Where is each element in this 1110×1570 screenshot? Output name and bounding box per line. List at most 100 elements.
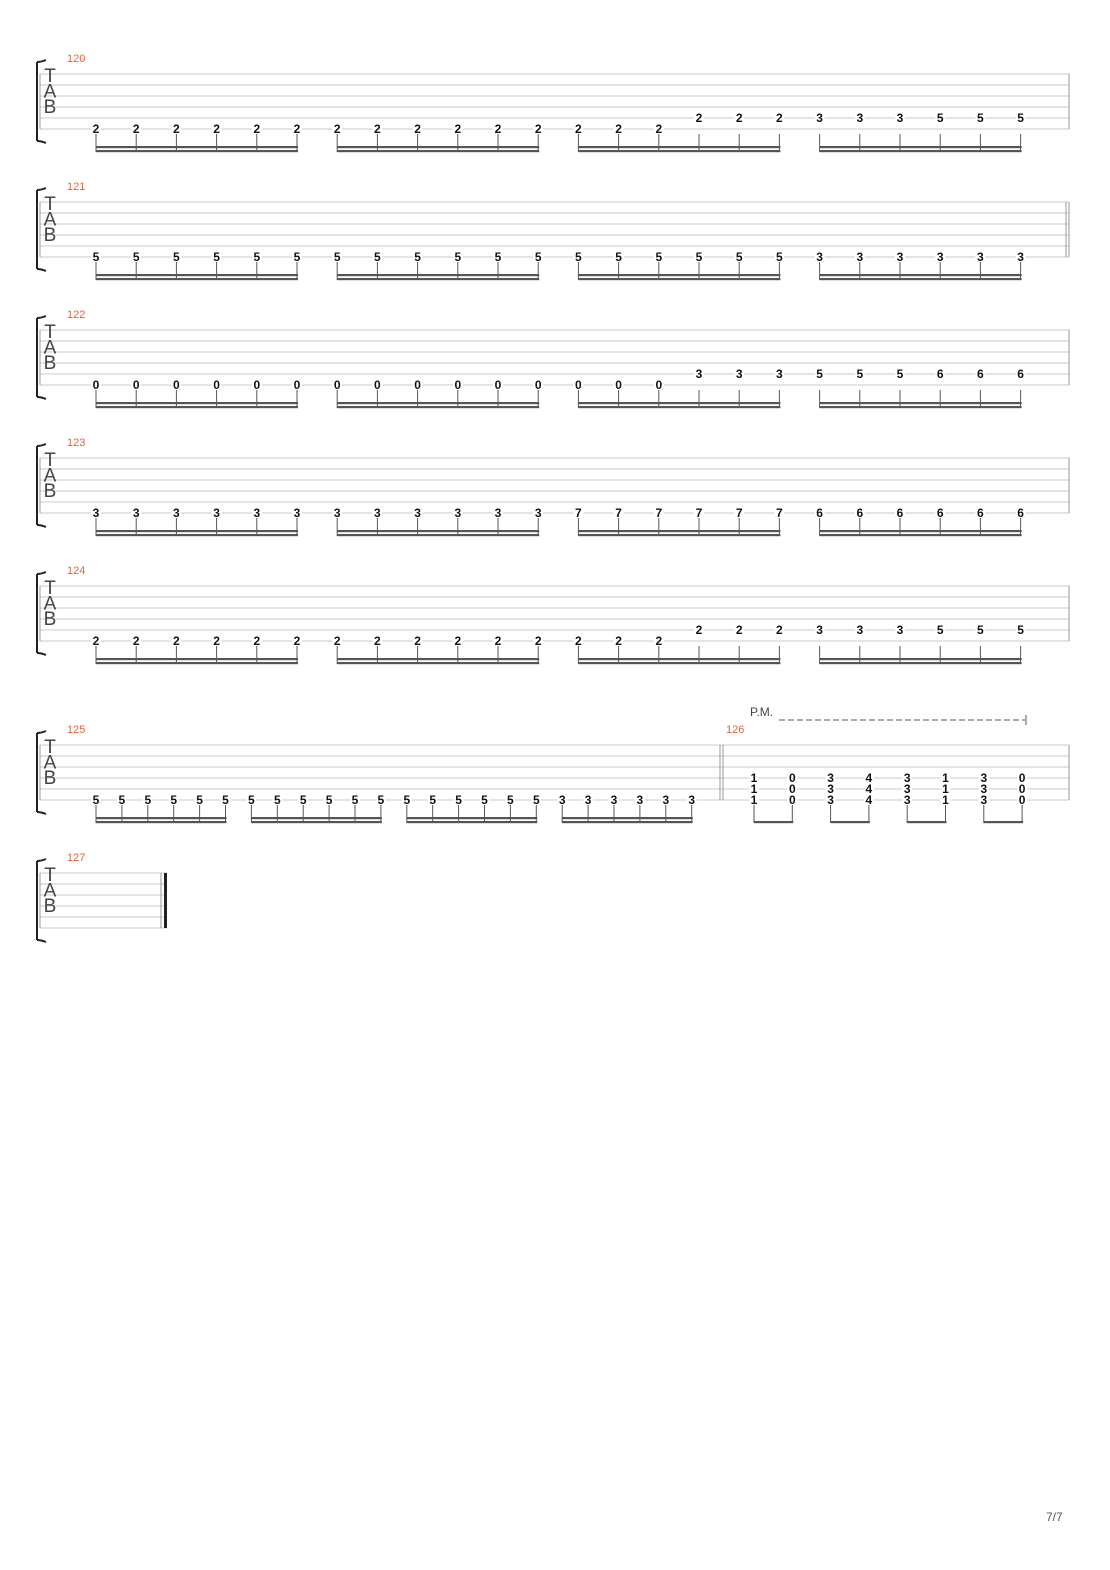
fret-mask [116, 794, 127, 806]
beam [578, 278, 781, 281]
bracket-bottom-hook [36, 396, 47, 400]
fret-number: 0 [655, 378, 662, 392]
fret-mask [251, 507, 262, 519]
beam [819, 278, 1022, 281]
fret-mask [774, 112, 785, 124]
fret-mask [653, 635, 664, 647]
measure-number: 121 [67, 181, 85, 193]
fret-number: 3 [133, 506, 140, 520]
fret-mask [332, 251, 343, 263]
beam [578, 534, 781, 537]
fret-mask [332, 123, 343, 135]
beam [578, 530, 781, 533]
fret-mask [573, 123, 584, 135]
fret-number: 2 [414, 122, 421, 136]
fret-mask [533, 251, 544, 263]
fret-number: 3 [559, 793, 566, 807]
beam [562, 817, 693, 820]
fret-number: 5 [977, 111, 984, 125]
beam [562, 821, 693, 824]
fret-mask [332, 379, 343, 391]
bracket-top-hook [36, 59, 47, 63]
fret-mask [613, 379, 624, 391]
fret-mask [975, 507, 986, 519]
fret-mask [211, 379, 222, 391]
bracket-bottom-hook [36, 140, 47, 144]
fret-number: 3 [827, 793, 834, 807]
fret-mask [324, 794, 335, 806]
fret-mask [978, 794, 989, 806]
fret-mask [452, 123, 463, 135]
fret-mask [734, 624, 745, 636]
fret-mask [573, 635, 584, 647]
fret-mask [171, 635, 182, 647]
fret-number: 3 [585, 793, 592, 807]
fret-number: 4 [866, 793, 873, 807]
fret-mask [292, 635, 302, 647]
beam [983, 821, 1024, 824]
fret-number: 2 [133, 634, 140, 648]
fret-number: 2 [696, 623, 703, 637]
tab-clef-letter: A [44, 82, 57, 103]
fret-number: 1 [751, 782, 758, 796]
measure-number: 126 [726, 724, 744, 736]
fret-mask [493, 379, 503, 391]
bracket-top-hook [36, 730, 47, 734]
fret-mask [975, 251, 986, 263]
fret-number: 3 [776, 367, 783, 381]
fret-number: 3 [334, 506, 341, 520]
fret-number: 5 [294, 250, 301, 264]
fret-number: 6 [977, 367, 984, 381]
fret-number: 2 [776, 623, 783, 637]
fret-number: 5 [93, 250, 100, 264]
bracket-bottom-hook [36, 524, 47, 528]
beam [337, 146, 540, 149]
fret-mask [935, 112, 946, 124]
fret-number: 5 [170, 793, 177, 807]
beam [337, 402, 540, 405]
fret-number: 3 [827, 771, 834, 785]
fret-number: 5 [977, 623, 984, 637]
fret-number: 6 [897, 506, 904, 520]
fret-number: 5 [378, 793, 385, 807]
fret-number: 3 [897, 111, 904, 125]
fret-number: 2 [615, 634, 622, 648]
fret-mask [372, 251, 383, 263]
measure-number: 122 [67, 309, 85, 321]
fret-number: 2 [454, 122, 461, 136]
fret-mask [412, 251, 423, 263]
tab-clef-letter: A [44, 338, 57, 359]
fret-number: 3 [937, 250, 944, 264]
fret-number: 2 [173, 122, 180, 136]
fret-mask [332, 507, 343, 519]
fret-mask [935, 507, 946, 519]
fret-number: 7 [575, 506, 582, 520]
fret-mask [91, 379, 101, 391]
fret-number: 2 [575, 122, 582, 136]
fret-mask [211, 635, 222, 647]
fret-number: 3 [454, 506, 461, 520]
fret-number: 5 [196, 793, 203, 807]
fret-mask [653, 251, 664, 263]
tab-clef-letter: B [44, 353, 57, 374]
fret-mask [634, 794, 645, 806]
fret-mask [246, 794, 257, 806]
fret-mask [902, 772, 913, 784]
fret-mask [774, 624, 785, 636]
fret-number: 3 [637, 793, 644, 807]
fret-mask [91, 507, 101, 519]
fret-number: 2 [535, 634, 542, 648]
fret-mask [375, 794, 386, 806]
beam [337, 406, 540, 409]
beam [819, 150, 1022, 153]
fret-number: 6 [816, 506, 823, 520]
fret-number: 6 [937, 506, 944, 520]
fret-mask [91, 123, 101, 135]
fret-number: 5 [334, 250, 341, 264]
fret-number: 5 [937, 623, 944, 637]
fret-number: 4 [866, 782, 873, 796]
fret-number: 3 [977, 250, 984, 264]
fret-mask [91, 794, 101, 806]
beam [337, 662, 540, 665]
